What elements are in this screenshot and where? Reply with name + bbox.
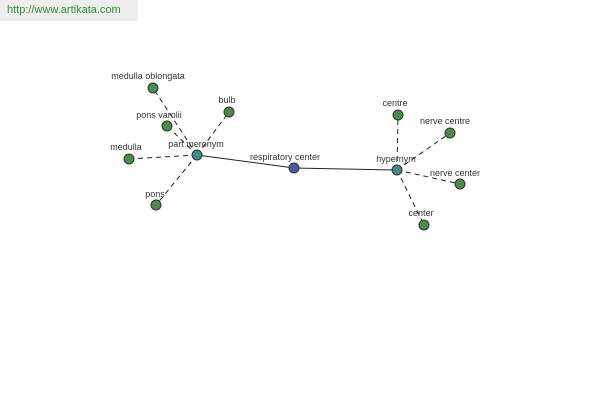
leaf-node-medulla[interactable] (123, 153, 135, 165)
center-node[interactable] (288, 162, 300, 174)
hub-node-part-meronym[interactable] (191, 149, 203, 161)
leaf-label-nerve-centre[interactable]: nerve centre (420, 116, 470, 126)
hub-label-part-meronym[interactable]: part meronym (168, 139, 224, 149)
leaf-node-pons-varolii[interactable] (161, 120, 173, 132)
edge-part-meronym-to-pons (155, 154, 198, 206)
leaf-node-pons[interactable] (150, 199, 162, 211)
leaf-label-pons[interactable]: pons (145, 189, 165, 199)
leaf-node-center[interactable] (418, 219, 430, 231)
site-url-text[interactable]: http://www.artikata.com (7, 4, 121, 16)
edge-center-to-hypernym (293, 167, 398, 171)
leaf-label-nerve-center[interactable]: nerve center (430, 168, 480, 178)
leaf-node-bulb[interactable] (223, 106, 235, 118)
edge-center-to-part-meronym (196, 154, 295, 169)
edge-hypernym-to-center (396, 169, 425, 226)
leaf-label-centre[interactable]: centre (382, 98, 407, 108)
graph-labels: respiratory center part meronym hypernym… (110, 71, 480, 218)
leaf-label-pons-varolii[interactable]: pons varolii (136, 110, 182, 120)
graph-nodes (123, 82, 466, 231)
hub-node-hypernym[interactable] (391, 164, 403, 176)
leaf-label-medulla[interactable]: medulla (110, 142, 142, 152)
leaf-node-medulla-oblongata[interactable] (147, 82, 159, 94)
leaf-node-nerve-centre[interactable] (444, 127, 456, 139)
site-url-banner[interactable]: http://www.artikata.com (0, 0, 138, 21)
edge-part-meronym-to-pons-varolii (166, 125, 198, 156)
leaf-label-center[interactable]: center (408, 208, 433, 218)
graph-edges (128, 87, 461, 226)
edge-part-meronym-to-medulla (128, 154, 198, 160)
leaf-label-bulb[interactable]: bulb (218, 95, 235, 105)
leaf-node-nerve-center[interactable] (454, 178, 466, 190)
leaf-node-centre[interactable] (392, 109, 404, 121)
edge-hypernym-to-nerve-center (396, 169, 461, 185)
edge-part-meronym-to-medulla-oblongata (152, 87, 198, 156)
hub-label-hypernym[interactable]: hypernym (376, 154, 416, 164)
center-node-label[interactable]: respiratory center (250, 152, 320, 162)
leaf-label-medulla-oblongata[interactable]: medulla oblongata (111, 71, 185, 81)
edge-hypernym-to-centre (396, 114, 399, 171)
edge-hypernym-to-nerve-centre (396, 132, 451, 171)
